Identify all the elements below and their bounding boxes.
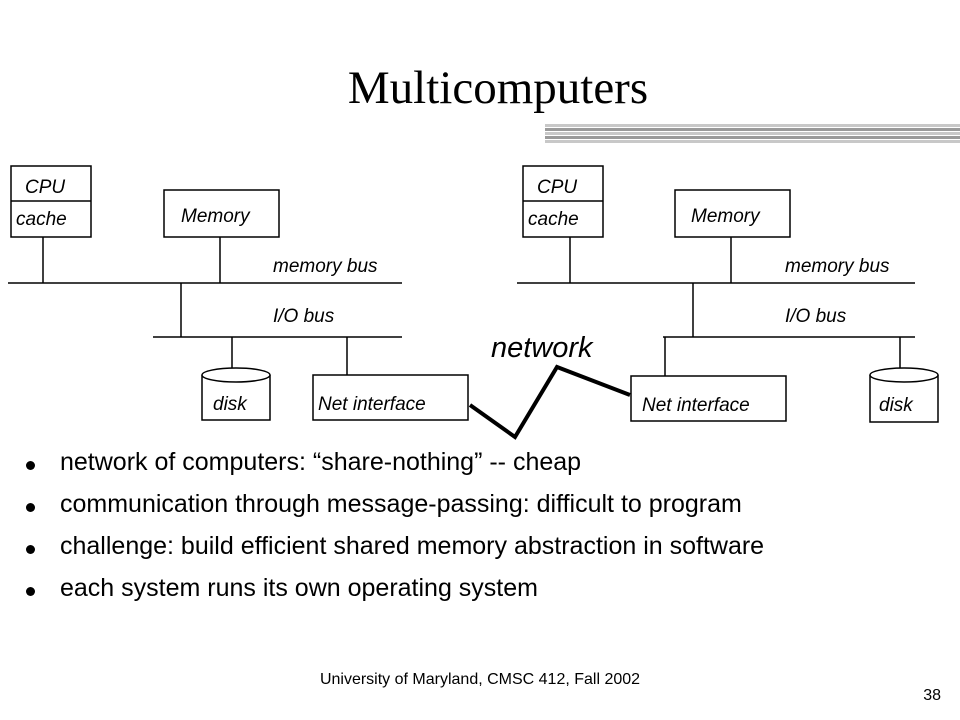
- cache-label: cache: [528, 209, 579, 230]
- bullet-text: each system runs its own operating syste…: [60, 574, 538, 602]
- cpu-label: CPU: [537, 177, 577, 198]
- disk-cylinder: [869, 367, 939, 423]
- bullet-text: network of computers: “share-nothing” --…: [60, 448, 582, 476]
- title-rule: [545, 124, 960, 143]
- net-interface-label: Net interface: [318, 394, 426, 415]
- bullet-dot-icon: [26, 587, 35, 596]
- net-interface-box: [312, 374, 469, 421]
- network-label: network: [491, 332, 594, 364]
- bullet-text: communication through message-passing: d…: [60, 490, 742, 518]
- io-bus-label: I/O bus: [273, 306, 335, 327]
- bullet-dot-icon: [26, 545, 35, 554]
- disk-label: disk: [213, 394, 248, 415]
- disk-label: disk: [879, 395, 914, 416]
- bullet-item: network of computers: “share-nothing” --…: [24, 448, 954, 477]
- bullet-item: communication through message-passing: d…: [24, 490, 954, 519]
- cpu-label: CPU: [25, 177, 65, 198]
- bullet-item: challenge: build efficient shared memory…: [24, 532, 954, 561]
- slide-title: Multicomputers: [347, 62, 649, 114]
- node-left: CPU cache Memory memory bus I/O bus disk…: [8, 165, 469, 421]
- io-bus-label: I/O bus: [785, 306, 847, 327]
- net-interface-box: [630, 375, 787, 422]
- bullet-dot-icon: [26, 503, 35, 512]
- slide-footer: University of Maryland, CMSC 412, Fall 2…: [319, 671, 641, 688]
- memory-box: [674, 189, 791, 238]
- bullet-list: network of computers: “share-nothing” --…: [24, 448, 954, 616]
- memory-bus-label: memory bus: [273, 256, 378, 277]
- net-interface-label: Net interface: [642, 395, 750, 416]
- network-link: [468, 364, 631, 440]
- bullet-dot-icon: [26, 461, 35, 470]
- memory-label: Memory: [691, 206, 761, 227]
- memory-box: [163, 189, 280, 238]
- memory-bus-label: memory bus: [785, 256, 890, 277]
- bullet-item: each system runs its own operating syste…: [24, 574, 954, 603]
- cache-label: cache: [16, 209, 67, 230]
- page-number: 38: [923, 687, 941, 704]
- disk-cylinder: [201, 367, 271, 421]
- memory-label: Memory: [181, 206, 251, 227]
- node-right: CPU cache Memory memory bus I/O bus Net …: [517, 165, 939, 423]
- bullet-text: challenge: build efficient shared memory…: [60, 532, 765, 560]
